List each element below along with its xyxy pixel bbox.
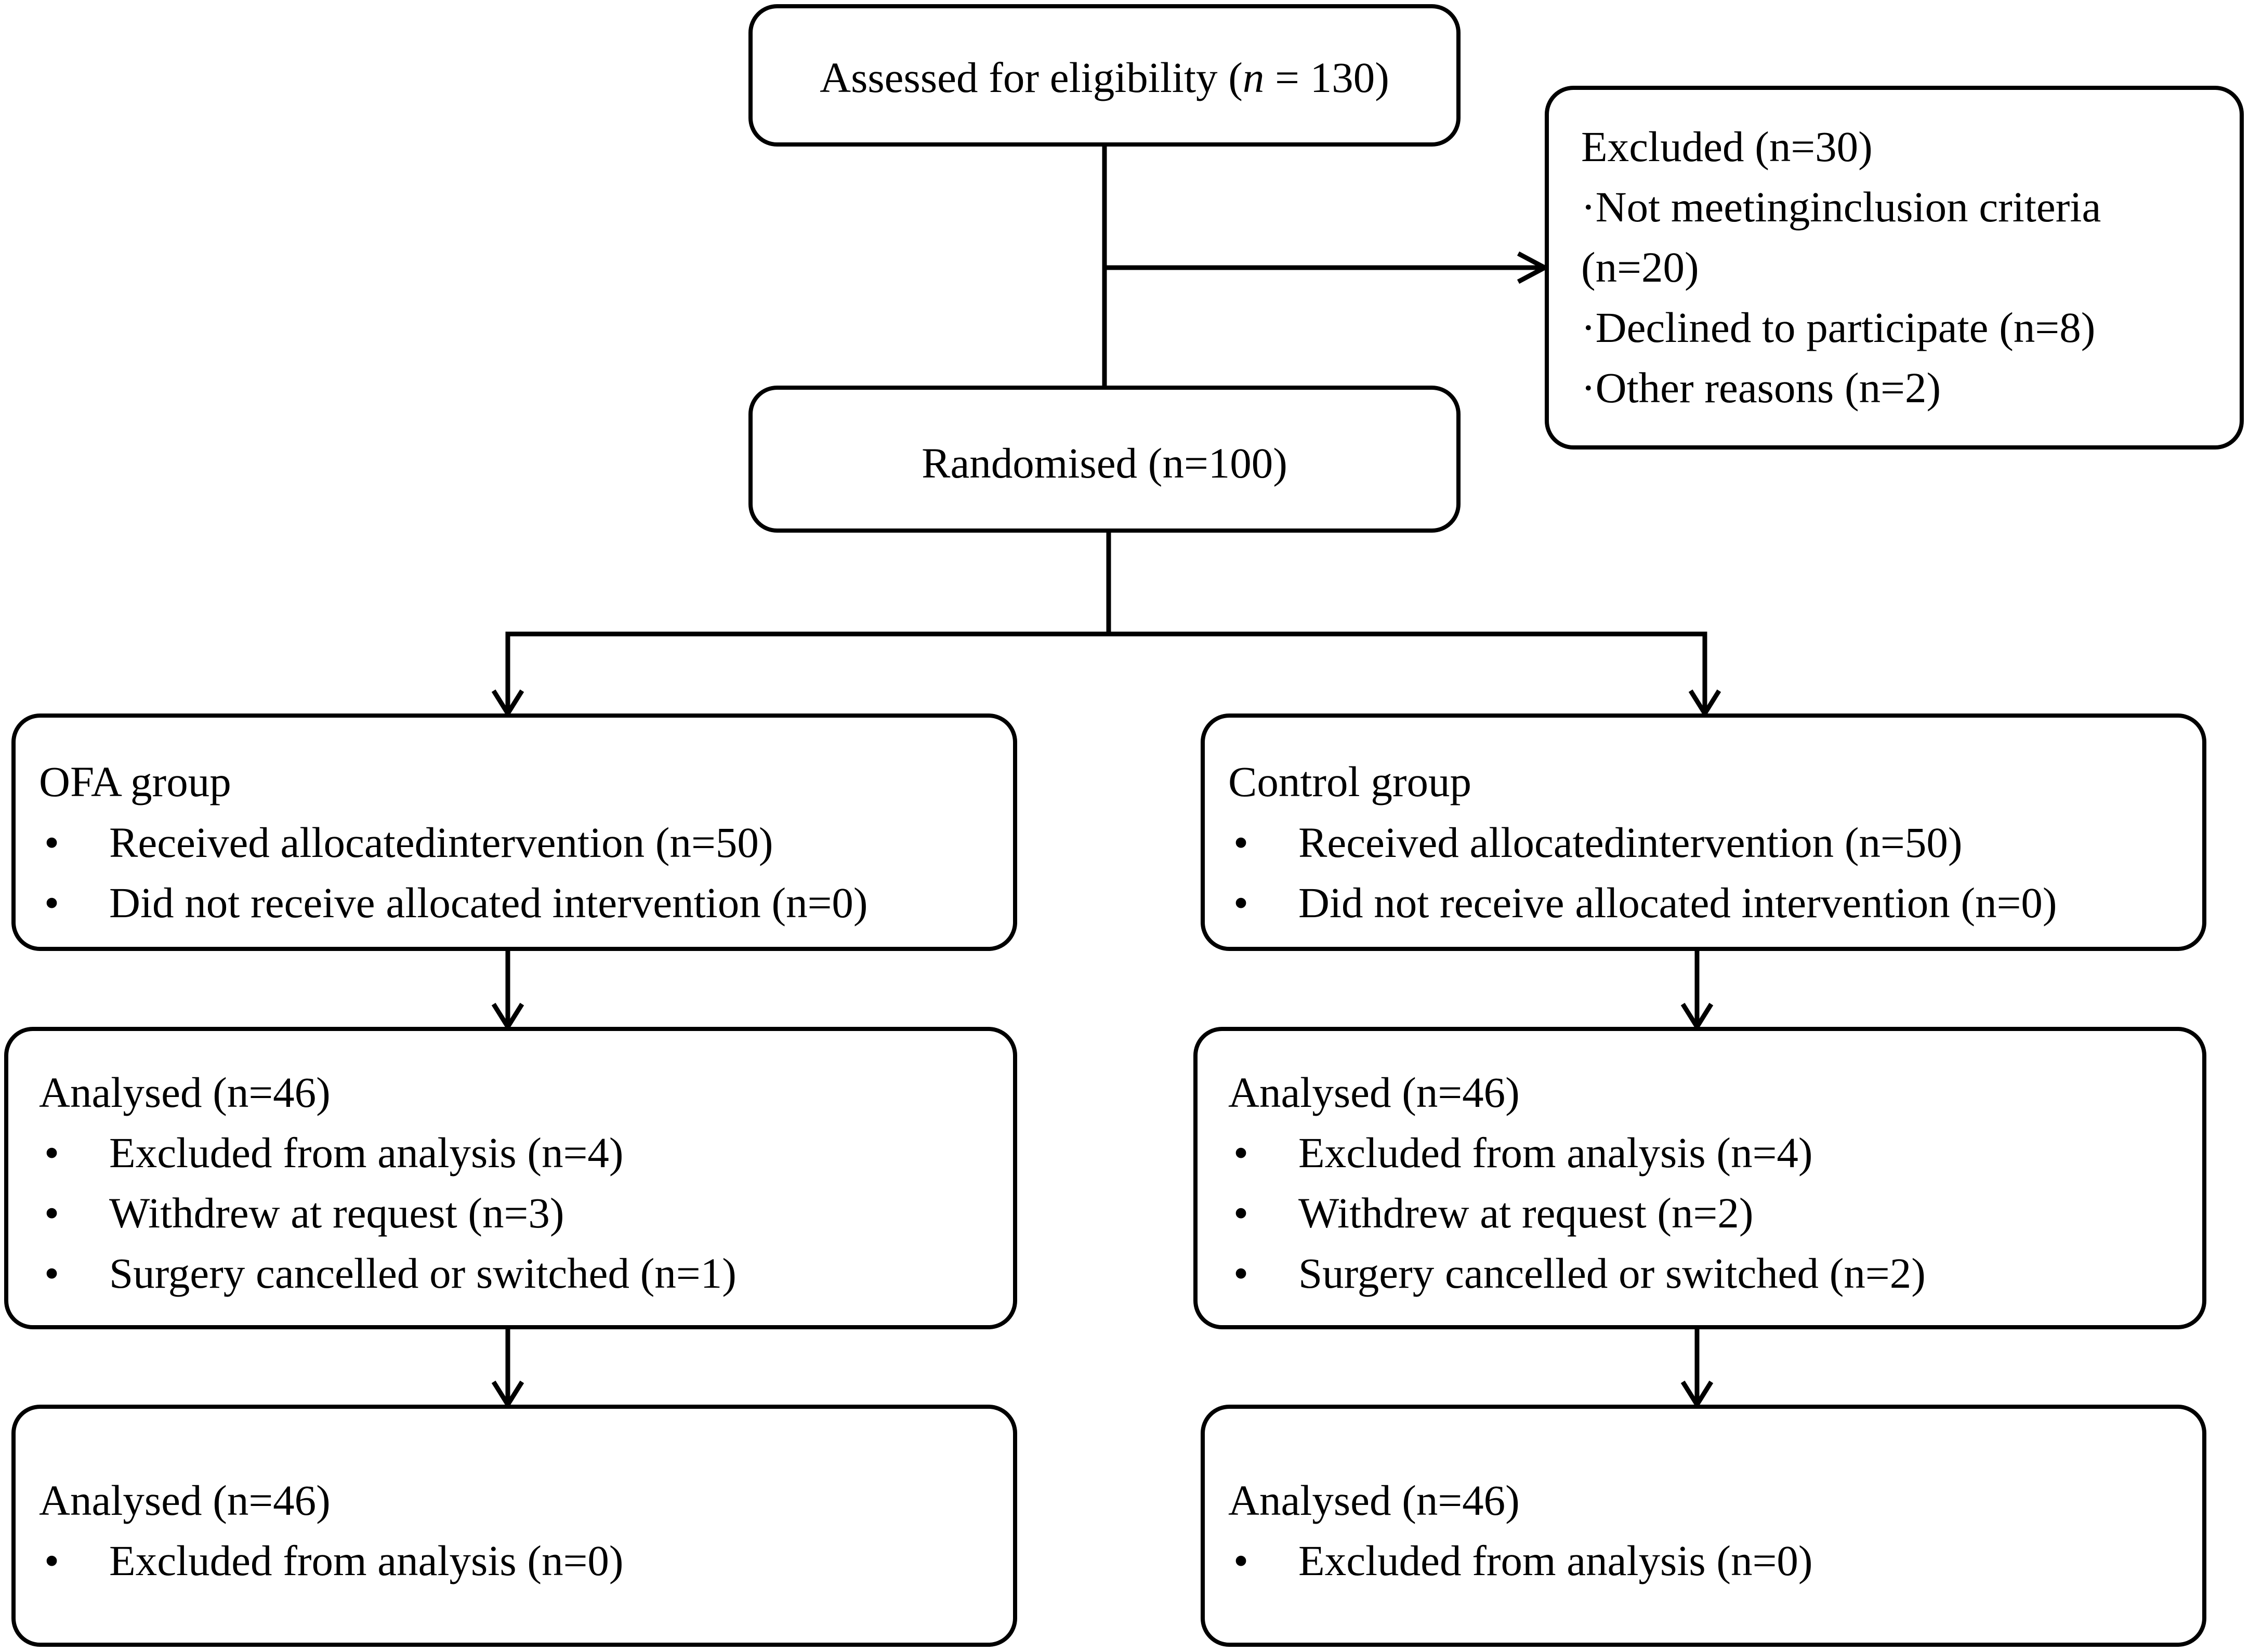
- bullet-icon: •: [1233, 1189, 1249, 1237]
- excluded-line-1: ·Not meetinginclusion criteria: [1581, 183, 2101, 231]
- control-followup-item-3: Surgery cancelled or switched (n=2): [1298, 1249, 1926, 1297]
- control-followup-item-1: Excluded from analysis (n=4): [1298, 1129, 1813, 1177]
- ofa-followup-box: Analysed (n=46) • Excluded from analysis…: [4, 1027, 1017, 1329]
- control-allocation-box: Control group • Received allocatedinterv…: [1201, 713, 2206, 951]
- control-not-received-text: Did not receive allocated intervention (…: [1298, 879, 2057, 927]
- randomised-box: Randomised (n=100): [748, 386, 1461, 533]
- ofa-allocation-box: OFA group • Received allocatedinterventi…: [11, 713, 1017, 951]
- ofa-followup-item-3: Surgery cancelled or switched (n=1): [109, 1249, 736, 1297]
- excluded-box: Excluded (n=30) ·Not meetinginclusion cr…: [1545, 86, 2244, 450]
- control-analysis-item-1: Excluded from analysis (n=0): [1298, 1537, 1813, 1584]
- excluded-line-3: ·Declined to participate (n=8): [1581, 303, 2096, 351]
- assessed-box: Assessed for eligibility (n = 130): [748, 4, 1461, 147]
- assessed-label: Assessed for eligibility (n = 130): [753, 47, 1456, 108]
- control-followup-box: Analysed (n=46) • Excluded from analysis…: [1193, 1027, 2206, 1329]
- ofa-followup-title: Analysed (n=46): [39, 1068, 331, 1116]
- bullet-icon: •: [44, 818, 60, 866]
- control-analysis-title: Analysed (n=46): [1228, 1476, 1520, 1524]
- control-group-title: Control group: [1228, 758, 1472, 805]
- bullet-icon: •: [1233, 1129, 1249, 1177]
- bullet-icon: •: [1233, 879, 1249, 927]
- control-followup-title: Analysed (n=46): [1228, 1068, 1520, 1116]
- bullet-icon: •: [44, 879, 60, 927]
- ofa-followup-item-1: Excluded from analysis (n=4): [109, 1129, 624, 1177]
- control-followup-item-2: Withdrew at request (n=2): [1298, 1189, 1754, 1237]
- bullet-icon: •: [44, 1129, 60, 1177]
- ofa-followup-item-2: Withdrew at request (n=3): [109, 1189, 564, 1237]
- ofa-received-text: Received allocatedintervention (n=50): [109, 818, 773, 866]
- excluded-line-2: (n=20): [1581, 243, 1699, 291]
- excluded-title: Excluded (n=30): [1581, 123, 1873, 170]
- ofa-group-title: OFA group: [39, 758, 231, 805]
- ofa-analysis-item-1: Excluded from analysis (n=0): [109, 1537, 624, 1584]
- excluded-line-4: ·Other reasons (n=2): [1581, 364, 1941, 412]
- control-analysis-box: Analysed (n=46) • Excluded from analysis…: [1201, 1405, 2206, 1647]
- bullet-icon: •: [44, 1189, 60, 1237]
- bullet-icon: •: [1233, 818, 1249, 866]
- bullet-icon: •: [44, 1249, 60, 1297]
- ofa-analysis-title: Analysed (n=46): [39, 1476, 331, 1524]
- bullet-icon: •: [1233, 1249, 1249, 1297]
- assessed-prefix: Assessed for eligibility (: [820, 54, 1243, 101]
- assessed-n-symbol: n: [1242, 54, 1265, 101]
- bullet-icon: •: [1233, 1537, 1249, 1584]
- assessed-suffix: = 130): [1264, 54, 1389, 101]
- randomised-label: Randomised (n=100): [922, 439, 1287, 487]
- bullet-icon: •: [44, 1537, 60, 1584]
- control-received-text: Received allocatedintervention (n=50): [1298, 818, 1963, 866]
- ofa-not-received-text: Did not receive allocated intervention (…: [109, 879, 868, 927]
- ofa-analysis-box: Analysed (n=46) • Excluded from analysis…: [11, 1405, 1017, 1647]
